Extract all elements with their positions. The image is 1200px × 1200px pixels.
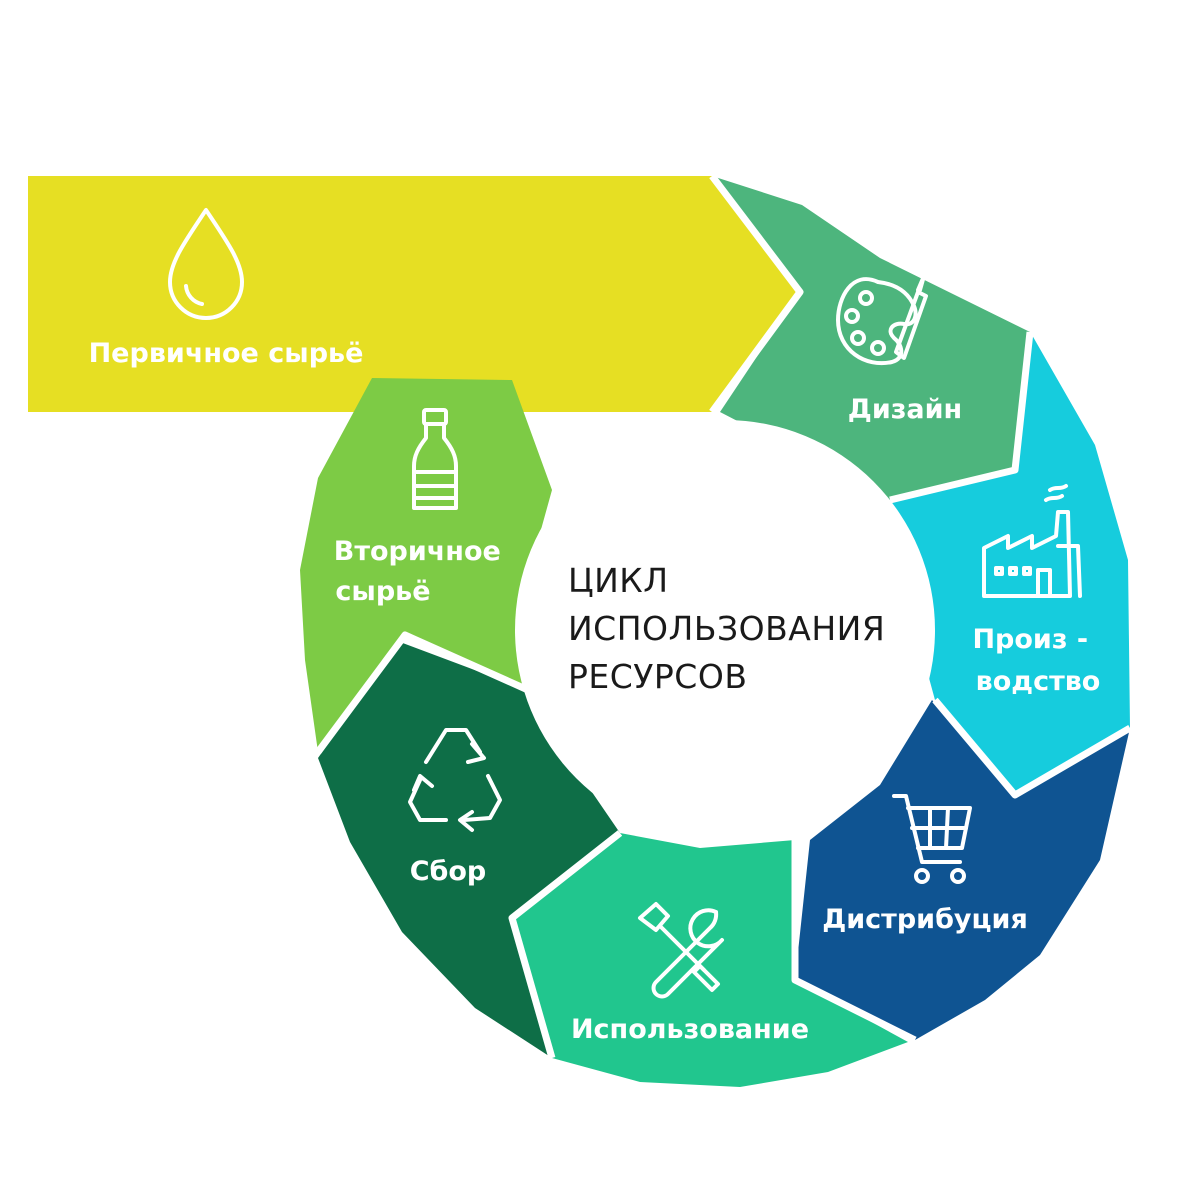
wrench-screwdriver-icon xyxy=(638,902,724,999)
label-production-line1: Произ - xyxy=(972,624,1088,655)
label-design: Дизайн xyxy=(848,394,962,425)
water-drop-icon xyxy=(168,208,244,320)
bottle-icon xyxy=(412,408,458,510)
shopping-cart-icon xyxy=(892,794,972,884)
label-secondary-line1: Вторичное xyxy=(334,536,501,567)
palette-brush-icon xyxy=(836,274,928,366)
segment-production xyxy=(890,335,1130,795)
center-title-line3: РЕСУРСОВ xyxy=(568,657,747,696)
label-production-line2: водство xyxy=(976,666,1101,697)
center-circle xyxy=(515,420,935,840)
label-production: Произ - водство xyxy=(972,624,1100,697)
center-title-line2: ИСПОЛЬЗОВАНИЯ xyxy=(568,609,885,648)
segment-collection xyxy=(318,642,620,1058)
segment-separators xyxy=(315,173,1132,1059)
label-secondary-line2: сырьё xyxy=(335,576,430,607)
segment-secondary-material xyxy=(300,378,552,752)
segment-design xyxy=(712,176,1030,500)
center-title-line1: ЦИКЛ xyxy=(568,561,669,600)
label-secondary-material: Вторичное сырьё xyxy=(334,536,510,607)
recycle-icon xyxy=(408,728,502,832)
factory-icon xyxy=(982,484,1082,598)
segment-raw-material xyxy=(28,176,800,412)
label-collection: Сбор xyxy=(410,856,487,887)
label-distribution: Дистрибуция xyxy=(822,904,1028,935)
label-raw-material: Первичное сырьё xyxy=(89,338,364,369)
label-usage: Использование xyxy=(571,1014,809,1045)
segment-usage xyxy=(512,833,908,1087)
center-title: ЦИКЛ ИСПОЛЬЗОВАНИЯ РЕСУРСОВ xyxy=(568,561,896,696)
